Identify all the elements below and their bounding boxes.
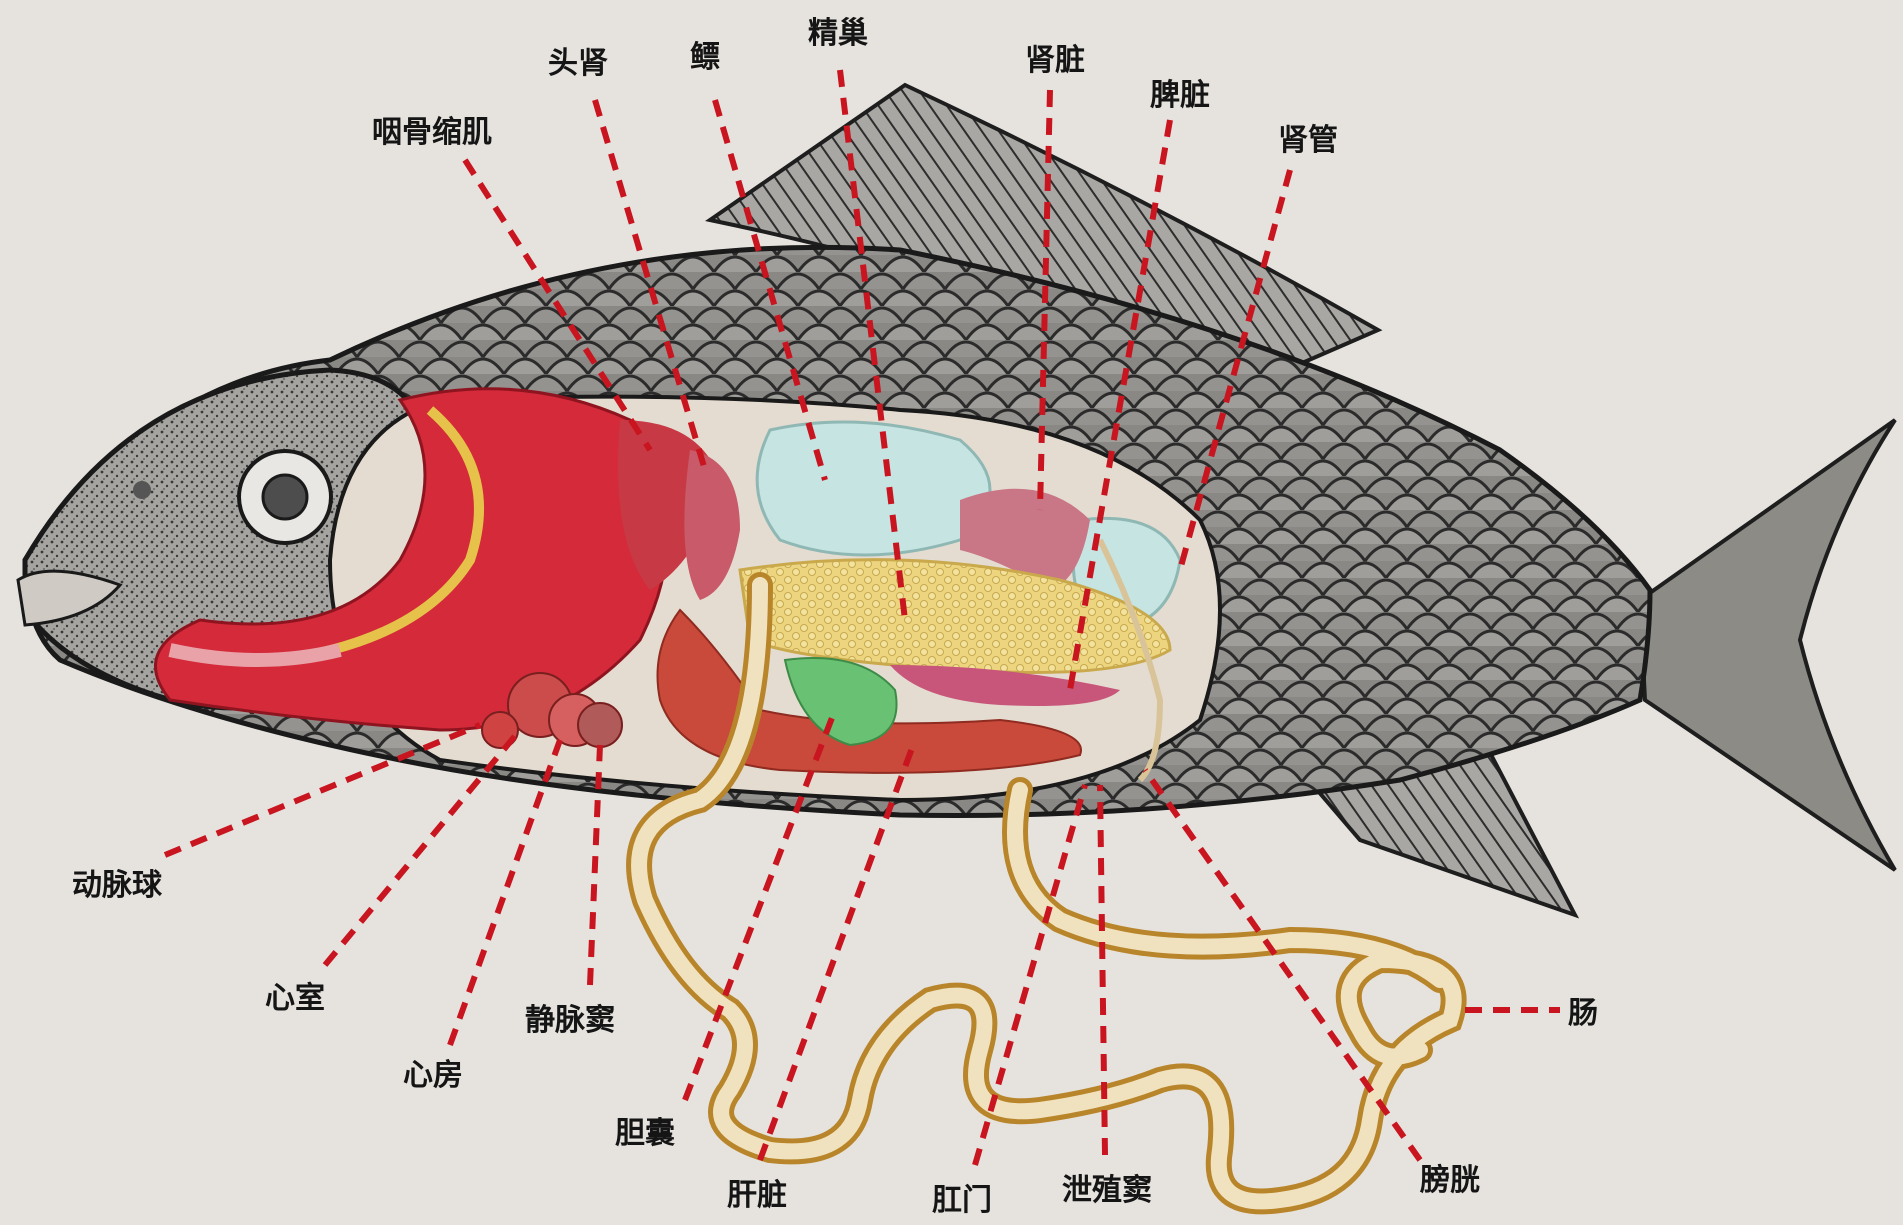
label-chang: 肠	[1568, 996, 1598, 1031]
label-xiezhidou: 泄殖窦	[1062, 1173, 1152, 1208]
label-biao: 鳔	[690, 40, 720, 75]
label-dannang: 胆囊	[615, 1116, 675, 1151]
label-ganmen: 肛门	[932, 1183, 992, 1218]
label-dongmaiqiu: 动脉球	[72, 868, 163, 903]
label-pizang: 脾脏	[1150, 78, 1210, 113]
pupil	[263, 475, 307, 519]
sinus-venosus	[578, 703, 622, 747]
swim-bladder-front	[757, 422, 990, 555]
label-pangguang: 膀胱	[1419, 1163, 1480, 1198]
label-jingchao: 精巢	[808, 16, 868, 51]
label-shenzang: 肾脏	[1025, 43, 1085, 78]
label-xinshi: 心室	[265, 981, 325, 1016]
caudal-fin	[1640, 420, 1895, 870]
label-xinfang: 心房	[403, 1058, 463, 1093]
label-ganzang: 肝脏	[727, 1178, 787, 1213]
label-toushen: 头肾	[548, 46, 608, 81]
label-shenguan: 肾管	[1278, 123, 1338, 158]
label-jingmaidou: 静脉窦	[525, 1003, 615, 1038]
label-yangusuoji: 咽骨缩肌	[372, 115, 492, 150]
